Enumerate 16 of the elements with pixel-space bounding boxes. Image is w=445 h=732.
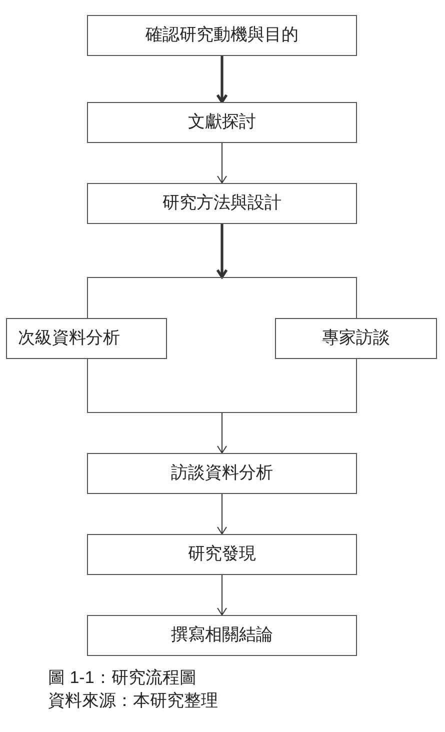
figure-caption: 圖 1-1：研究流程圖 — [48, 667, 196, 689]
arrow — [216, 56, 228, 104]
process-box: 專家訪談 — [275, 318, 437, 359]
arrow — [217, 142, 227, 184]
process-box: 確認研究動機與目的 — [87, 15, 357, 56]
source-note: 資料來源：本研究整理 — [48, 690, 218, 712]
process-box: 研究方法與設計 — [87, 183, 357, 224]
arrow — [217, 574, 227, 616]
arrow — [217, 494, 227, 534]
process-box: 撰寫相關結論 — [87, 615, 357, 656]
process-box: 研究發現 — [87, 534, 357, 575]
arrow — [217, 412, 227, 454]
process-box: 訪談資料分析 — [87, 453, 357, 494]
process-box: 次級資料分析 — [6, 318, 167, 359]
process-box: 文獻探討 — [87, 102, 357, 143]
arrow — [216, 224, 228, 278]
